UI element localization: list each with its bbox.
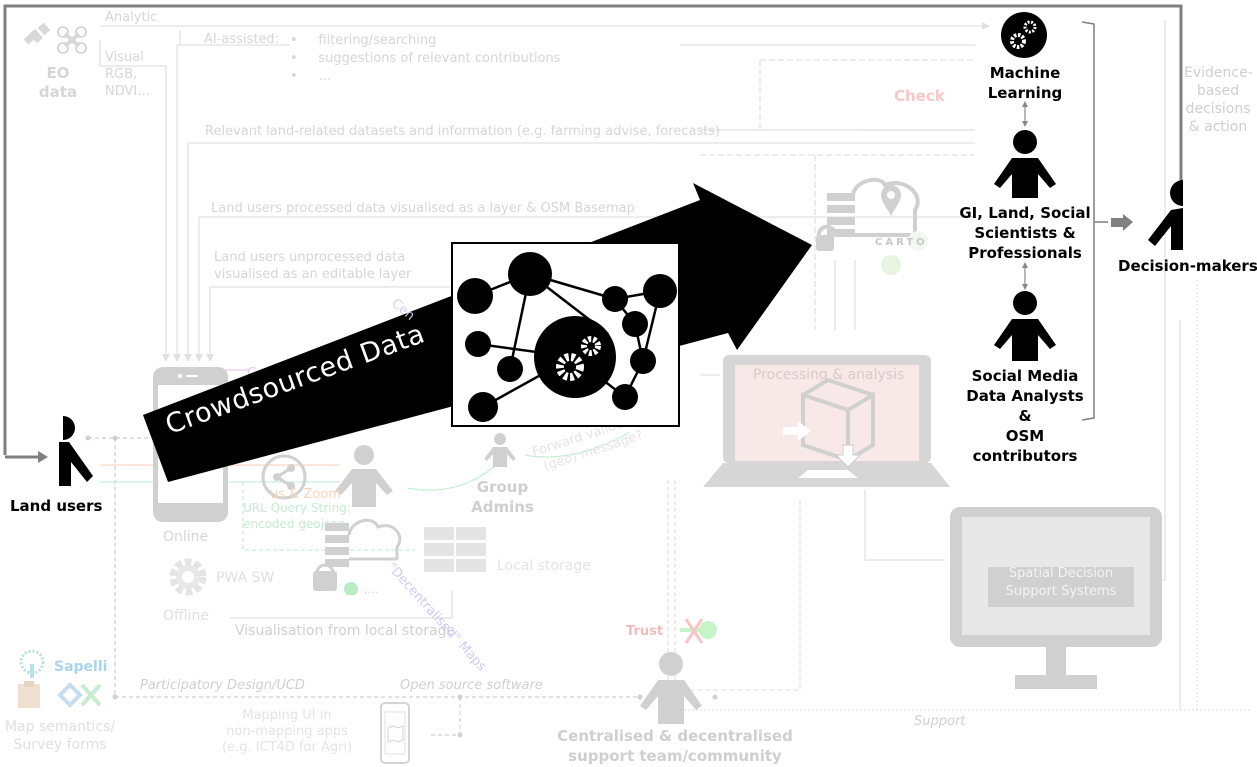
processed-data-label: Land users processed data visualised as … — [211, 201, 635, 216]
person-icon — [1148, 180, 1183, 250]
ai-bullet: • … — [290, 69, 332, 84]
visual-label: Visual RGB, NDVI… — [105, 49, 150, 100]
gi-line: GI, Land, Social — [959, 204, 1091, 222]
whatsapp-more-label: ,… — [364, 583, 379, 596]
group-admins-line: Admins — [471, 498, 534, 516]
evidence-line: based — [1196, 83, 1240, 99]
gi-line: Scientists & — [974, 224, 1076, 242]
key-crossed-icon — [680, 618, 717, 644]
carto-cloud-server-icon: CARTO — [815, 175, 935, 285]
visual-line: Visual — [105, 50, 144, 65]
cloud-server-lock-icon — [313, 518, 402, 595]
eo-data-group: EO data — [18, 22, 93, 104]
land-users-label: Land users — [10, 497, 103, 515]
relevant-datasets-label: Relevant land-related datasets and infor… — [205, 124, 721, 139]
online-label: Online — [163, 529, 209, 545]
visual-line: NDVI… — [105, 84, 151, 99]
ai-bullet: • suggestions of relevant contributions — [290, 51, 561, 66]
carto-label: CARTO — [875, 237, 928, 248]
person-icon — [640, 652, 702, 724]
unprocessed-line: visualised as an editable layer — [214, 267, 412, 282]
sdss-line: Support Systems — [1005, 584, 1117, 599]
map-semantics-line: Map semantics/ — [4, 719, 116, 735]
ai-assisted-label: AI-assisted: — [204, 32, 280, 47]
map-semantics-line: Survey forms — [13, 737, 107, 753]
sm-line: & — [1018, 407, 1032, 425]
sm-line: contributors — [972, 447, 1078, 465]
sapelli-label: Sapelli — [54, 659, 108, 675]
trust-label: Trust — [626, 624, 664, 639]
person-icon — [484, 433, 516, 467]
gi-line: Professionals — [968, 244, 1082, 262]
mapping-ui-line: non-mapping apps — [226, 724, 348, 739]
url-query-label: URL Query String: encoded geojson — [243, 500, 351, 532]
map-tiles-icon — [424, 527, 486, 572]
map-semantics-label: Map semantics/ Survey forms — [0, 718, 120, 754]
offline-label: Offline — [163, 608, 209, 624]
local-storage-label: Local storage — [497, 558, 591, 574]
ai-assisted-list: • filtering/searching • suggestions of r… — [290, 32, 560, 86]
feedback-loop-line — [3, 4, 1183, 455]
evidence-line: & action — [1188, 119, 1248, 135]
pwa-sw-label: PWA SW — [216, 570, 275, 586]
person-icon — [335, 445, 393, 507]
ml-line: Learning — [987, 84, 1063, 102]
gears-icon — [1001, 12, 1047, 58]
zoom-label: us & Zoom — [270, 487, 341, 502]
processing-label: Processing & analysis — [753, 367, 905, 383]
evidence-line: Evidence- — [1184, 65, 1253, 81]
support-team-line: Centralised & decentralised — [557, 727, 793, 745]
ai-bullet: • filtering/searching — [290, 33, 437, 48]
to-decision-makers-arrow — [1111, 218, 1123, 227]
ml-line: Machine — [989, 64, 1061, 82]
phone-map-icon — [380, 702, 410, 764]
network-gears-image — [451, 242, 680, 427]
group-admins-label: Group Admins — [465, 477, 540, 517]
sm-line: Data Analysts — [966, 387, 1084, 405]
gear-icon — [169, 558, 207, 596]
url-line: URL Query String: — [243, 501, 351, 515]
person-icon — [59, 416, 93, 486]
person-icon — [994, 130, 1056, 198]
mapping-ui-line: Mapping UI in — [242, 708, 332, 723]
feedback-arrowhead — [38, 451, 48, 463]
visualisation-local-label: Visualisation from local storage — [235, 623, 456, 639]
eo-label-line1: EO — [46, 64, 70, 82]
url-line: encoded geojson — [243, 517, 346, 531]
satellite-icon — [23, 22, 51, 45]
mapping-ui-line: (e.g. ICT4D for Agri) — [222, 740, 353, 755]
sapelli-tree-icon — [19, 650, 45, 678]
sdss-line: Spatial Decision — [1008, 566, 1114, 581]
person-icon — [994, 291, 1056, 361]
clipboard-icon — [18, 681, 40, 708]
odk-logo-icon — [57, 682, 102, 708]
decision-makers-label: Decision-makers — [1118, 257, 1257, 275]
support-team-label: Centralised & decentralised support team… — [555, 726, 795, 766]
mapping-ui-label: Mapping UI in non-mapping apps (e.g. ICT… — [222, 708, 352, 756]
share-icon — [261, 454, 307, 500]
analytic-label: Analytic — [105, 10, 158, 25]
sm-line: Social Media — [971, 367, 1079, 385]
sdss-monitor-icon: Spatial Decision Support Systems — [950, 507, 1162, 689]
drone-icon — [57, 26, 87, 54]
network-gears-icon — [457, 252, 677, 422]
participatory-design-label: Participatory Design/UCD — [140, 678, 305, 693]
unprocessed-data-label: Land users unprocessed data visualised a… — [214, 249, 411, 283]
group-admins-line: Group — [476, 478, 529, 496]
sm-line: OSM — [1005, 427, 1045, 445]
eo-label-line2: data — [38, 83, 78, 101]
support-team-line: support team/community — [568, 747, 782, 765]
support-label: Support — [914, 714, 966, 729]
laptop-processing-icon: Processing & analysis — [703, 355, 950, 490]
sdss-label: Spatial Decision Support Systems — [988, 565, 1134, 601]
open-source-label: Open source software — [400, 678, 543, 693]
experts-bracket — [1081, 21, 1108, 421]
unprocessed-line: Land users unprocessed data — [214, 250, 406, 265]
evidence-based-label: Evidence- based decisions & action — [1184, 64, 1253, 136]
visual-line: RGB, — [105, 67, 138, 82]
check-label: Check — [894, 87, 945, 105]
evidence-line: decisions — [1185, 101, 1251, 117]
